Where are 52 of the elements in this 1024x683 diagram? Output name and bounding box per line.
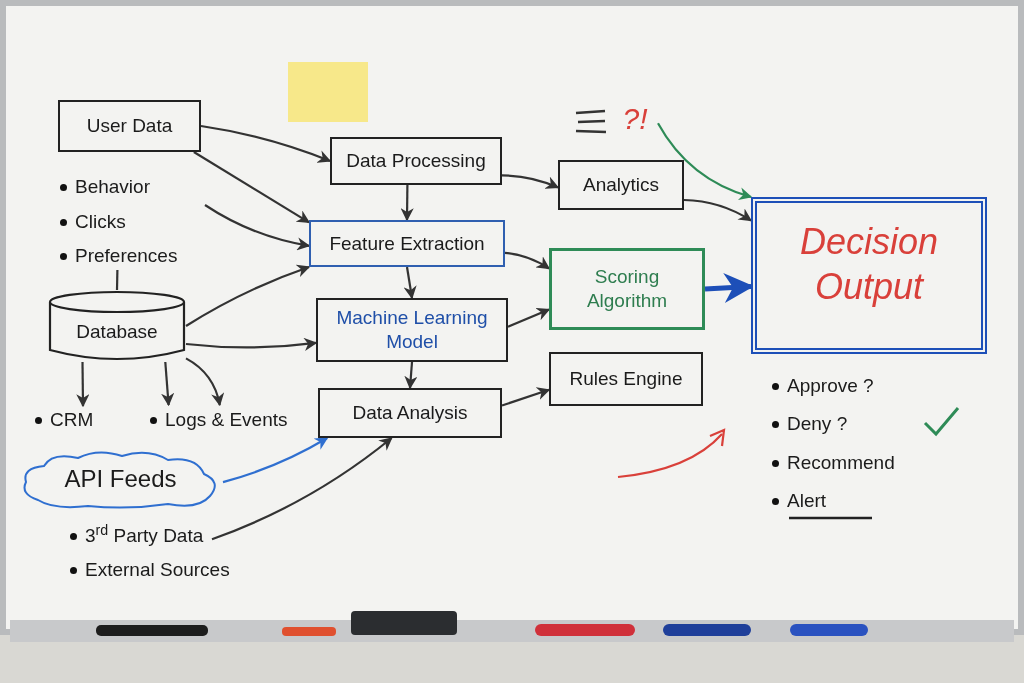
arrow	[185, 337, 318, 351]
output-box	[751, 197, 987, 354]
arrow	[211, 437, 393, 541]
node-label: Decision Output	[798, 219, 940, 309]
list-item: Approve ?	[787, 373, 874, 398]
list-item: Preferences	[75, 243, 178, 268]
node-label: Analytics	[583, 173, 659, 197]
arrow	[501, 174, 560, 189]
arrow	[507, 308, 551, 328]
node-label: API Feeds	[64, 465, 177, 492]
arrow	[193, 151, 311, 224]
node-label: Machine Learning Model	[335, 306, 489, 354]
process-box	[318, 388, 502, 438]
arrow	[501, 387, 551, 407]
process-box	[309, 220, 505, 267]
arrow	[76, 362, 90, 408]
arrow	[504, 251, 551, 270]
node-label: User Data	[86, 114, 173, 138]
process-box	[316, 298, 508, 362]
node-label: Rules Engine	[569, 367, 683, 391]
process-box	[58, 100, 201, 152]
arrow	[200, 124, 332, 163]
arrow	[185, 264, 311, 327]
process-box	[330, 137, 502, 185]
list-item: Recommend	[787, 450, 895, 475]
node-label: Data Processing	[346, 149, 486, 173]
arrow	[403, 266, 417, 300]
process-box	[549, 352, 703, 406]
arrow	[400, 185, 414, 222]
note-text: ?!	[612, 98, 658, 140]
arrow	[657, 122, 753, 200]
arrow	[683, 198, 753, 222]
list-item: Logs & Events	[165, 407, 288, 432]
list-item: Deny ?	[787, 411, 848, 436]
node-label: Data Analysis	[352, 401, 468, 425]
node-label: Database	[76, 320, 158, 342]
database-cylinder	[48, 290, 186, 362]
arrow	[204, 204, 311, 251]
list-item: Behavior	[75, 174, 150, 199]
process-box	[558, 160, 684, 210]
node-label: Scoring Algorithm	[585, 265, 669, 313]
node-label: Feature Extraction	[329, 231, 485, 256]
list-item: 3$^{rd}$ Party Data	[85, 521, 204, 548]
arrow	[222, 437, 329, 484]
arrow	[404, 361, 418, 390]
list-item: Clicks	[75, 209, 126, 234]
process-box	[549, 248, 705, 330]
list-item: Alert	[787, 488, 827, 513]
arrow	[161, 361, 175, 407]
list-item: External Sources	[85, 557, 230, 582]
arrow	[185, 357, 224, 407]
list-item: CRM	[50, 407, 94, 432]
